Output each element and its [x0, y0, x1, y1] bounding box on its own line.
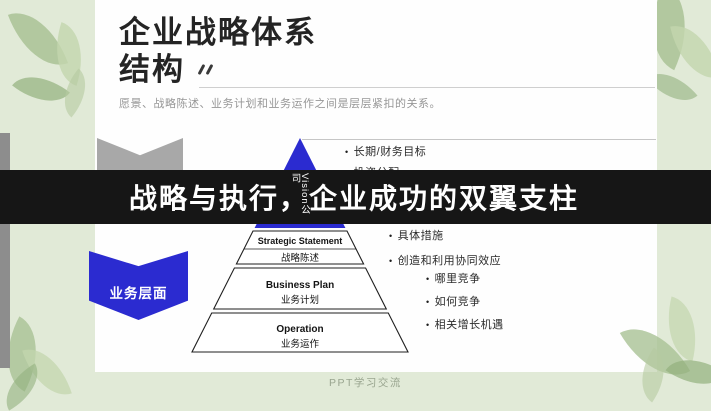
- bullet-text: 如何竞争: [434, 296, 481, 308]
- bullet-icon: •: [389, 231, 393, 241]
- vision-en-label: Vision: [299, 173, 310, 205]
- pyramid-level-business-plan: [212, 267, 388, 310]
- title-tick-decoration: [197, 63, 214, 76]
- bullet-item: • 长期/财务目标: [345, 143, 426, 159]
- overlay-banner: 战略与执行，企业成功的双翼支柱: [0, 170, 711, 224]
- strategic-statement-zh-label: 战略陈述: [281, 252, 320, 264]
- left-gray-stripe: [0, 133, 10, 368]
- slide-title-line1: 企业战略体系: [119, 15, 317, 50]
- bullet-icon: •: [389, 256, 393, 266]
- footer-watermark: PPT学习交流: [329, 377, 402, 389]
- bullet-text: 具体措施: [397, 230, 444, 242]
- pyramid-vision-label: Vision公司: [289, 173, 311, 225]
- bullet-item: • 哪里竞争: [426, 270, 504, 286]
- title-underline: [199, 87, 655, 88]
- slide-subtitle: 愿景、战略陈述、业务计划和业务运作之间是层层紧扣的关系。: [119, 98, 441, 110]
- business-plan-en-label: Business Plan: [266, 280, 334, 291]
- pyramid-level-operation: [191, 312, 409, 353]
- bullet-item: • 如何竞争: [426, 293, 504, 309]
- bullet-icon: •: [345, 147, 349, 157]
- plan-bullet-group: • 哪里竞争 • 如何竞争 • 相关增长机遇: [426, 270, 504, 339]
- bullet-icon: •: [426, 274, 430, 284]
- pyramid-level-strategic-statement: [235, 230, 365, 265]
- bullet-text: 相关增长机遇: [434, 319, 504, 331]
- bullet-text: 长期/财务目标: [353, 146, 427, 158]
- diagram-top-divider: [302, 139, 656, 140]
- bullet-icon: •: [426, 320, 430, 330]
- bullet-text: 哪里竞争: [434, 273, 481, 285]
- bullet-text: 创造和利用协同效应: [397, 255, 502, 267]
- operation-zh-label: 业务运作: [281, 338, 320, 350]
- bullet-item: • 创造和利用协同效应: [389, 252, 501, 268]
- bullet-item: • 相关增长机遇: [426, 316, 504, 332]
- slide-title-line2: 结构: [119, 52, 185, 87]
- bullet-icon: •: [426, 297, 430, 307]
- business-plan-zh-label: 业务计划: [281, 294, 319, 306]
- slide-title: 企业战略体系 结构: [119, 14, 317, 88]
- operation-en-label: Operation: [276, 324, 323, 335]
- strategy-bullet-group: • 具体措施 • 创造和利用协同效应: [389, 227, 501, 277]
- vision-zh-label: 公司: [289, 173, 311, 216]
- overlay-banner-text: 战略与执行，企业成功的双翼支柱: [129, 183, 580, 214]
- strategy-pyramid-diagram: Strategic Statement 战略陈述 Business Plan 业…: [191, 138, 409, 353]
- bullet-item: • 具体措施: [389, 227, 501, 243]
- business-level-label: 业务层面: [109, 285, 168, 301]
- strategic-statement-en-label: Strategic Statement: [258, 236, 343, 246]
